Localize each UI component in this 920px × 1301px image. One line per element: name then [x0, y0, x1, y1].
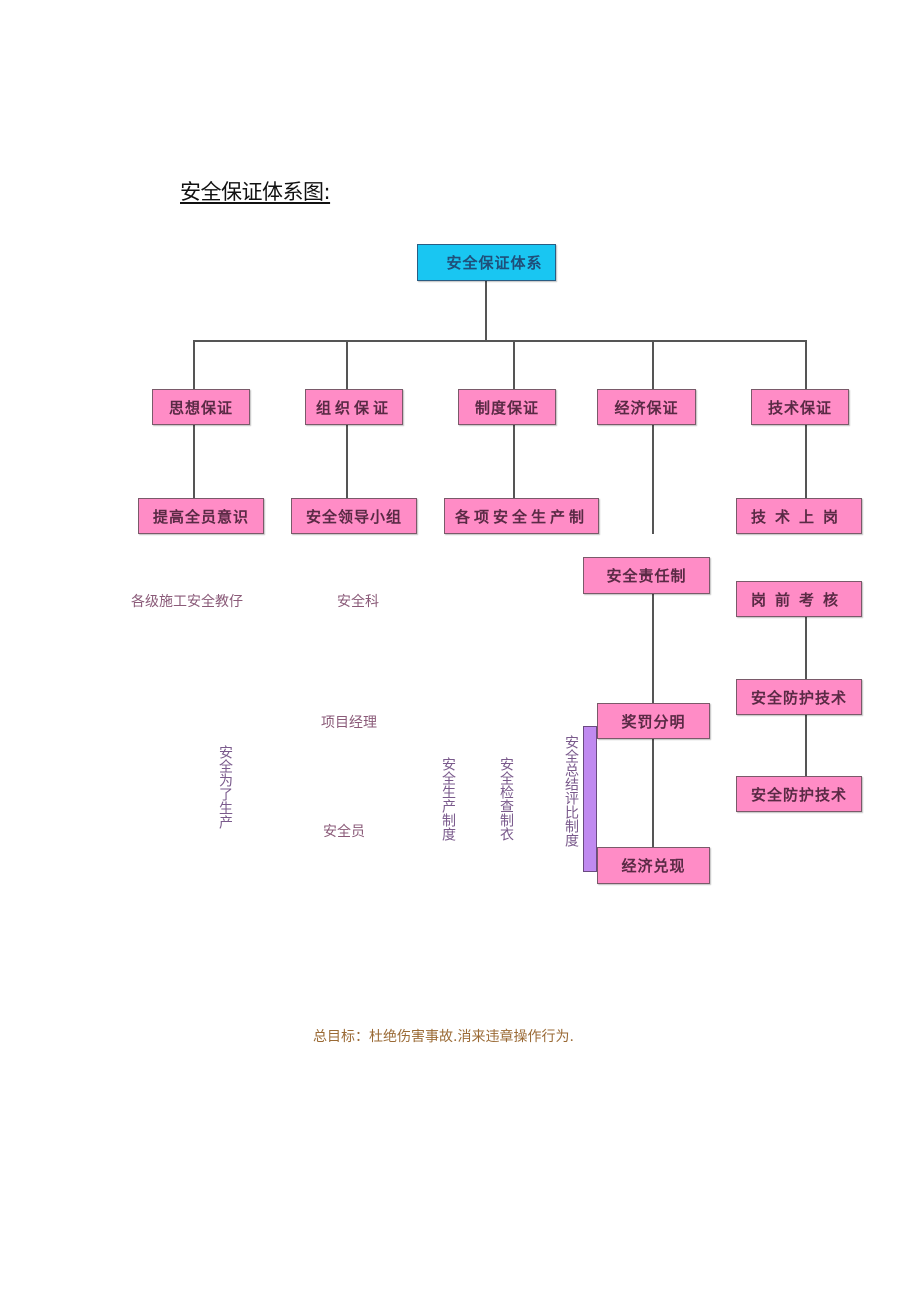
- connector-cat5: [805, 340, 807, 389]
- node-tech-certified: 技术上岗: [736, 498, 862, 534]
- connector-econ-down: [652, 425, 654, 534]
- category-thought: 思想保证: [152, 389, 250, 425]
- node-safety-leadership-group: 安全领导小组: [291, 498, 417, 534]
- node-pre-job-assessment: 岗前考核: [736, 581, 862, 617]
- summary-bracket: [583, 726, 597, 872]
- node-reward-punishment: 奖罚分明: [597, 703, 710, 739]
- root-node-label: 安全保证体系: [446, 254, 543, 272]
- category-label: 组织保证: [315, 398, 392, 417]
- connector-econ-chain-1: [652, 594, 654, 703]
- node-label: 奖罚分明: [621, 712, 686, 731]
- node-label: 各项安全生产制: [454, 507, 588, 526]
- connector-tech-chain-1: [805, 617, 807, 679]
- category-label: 技术保证: [767, 398, 832, 417]
- node-raise-awareness: 提高全员意识: [138, 498, 264, 534]
- node-label: 安全领导小组: [305, 507, 402, 526]
- connector-system-down: [513, 425, 515, 498]
- connector-cat2: [346, 340, 348, 389]
- category-label: 经济保证: [614, 398, 679, 417]
- connector-root-down: [485, 281, 487, 341]
- node-label: 技术上岗: [750, 507, 847, 526]
- overall-goal: 总目标：杜绝伤害事故.消来违章操作行为.: [313, 1029, 574, 1045]
- category-technical: 技术保证: [751, 389, 849, 425]
- connector-tech-down: [805, 425, 807, 498]
- vnote-safety-for-production: 安全为了生产: [217, 745, 233, 829]
- connector-horizontal-bus: [193, 340, 807, 342]
- category-economic: 经济保证: [597, 389, 696, 425]
- node-label: 岗前考核: [750, 590, 847, 609]
- note-safety-dept: 安全科: [337, 594, 379, 610]
- vnote-safety-production-system: 安全生产制度: [440, 757, 456, 841]
- node-label: 提高全员意识: [152, 507, 249, 526]
- node-safety-protection-tech-2: 安全防护技术: [736, 776, 862, 812]
- vnote-safety-summary-system: 安全总结评比制度: [563, 735, 579, 847]
- category-label: 制度保证: [474, 398, 539, 417]
- category-system: 制度保证: [458, 389, 556, 425]
- node-label: 安全防护技术: [750, 785, 847, 804]
- connector-cat1: [193, 340, 195, 389]
- category-label: 思想保证: [168, 398, 233, 417]
- note-safety-officer: 安全员: [323, 824, 365, 840]
- node-safety-production-systems: 各项安全生产制: [444, 498, 599, 534]
- node-label: 安全防护技术: [750, 688, 847, 707]
- connector-econ-chain-2: [652, 739, 654, 847]
- category-organization: 组织保证: [305, 389, 403, 425]
- note-education: 各级施工安全教仔: [131, 594, 243, 610]
- node-economic-fulfillment: 经济兑现: [597, 847, 710, 884]
- vnote-safety-inspection-system: 安全检查制衣: [498, 757, 514, 841]
- note-project-manager: 项目经理: [321, 715, 377, 731]
- page-title: 安全保证体系图:: [180, 180, 331, 204]
- connector-cat3: [513, 340, 515, 389]
- connector-thought-down: [193, 425, 195, 498]
- node-safety-responsibility: 安全责任制: [583, 557, 710, 594]
- connector-tech-chain-2: [805, 715, 807, 776]
- connector-org-down: [346, 425, 348, 498]
- connector-cat4: [652, 340, 654, 389]
- root-node: 安全保证体系: [417, 244, 556, 281]
- node-safety-protection-tech-1: 安全防护技术: [736, 679, 862, 715]
- node-label: 经济兑现: [621, 857, 686, 875]
- node-label: 安全责任制: [606, 567, 687, 585]
